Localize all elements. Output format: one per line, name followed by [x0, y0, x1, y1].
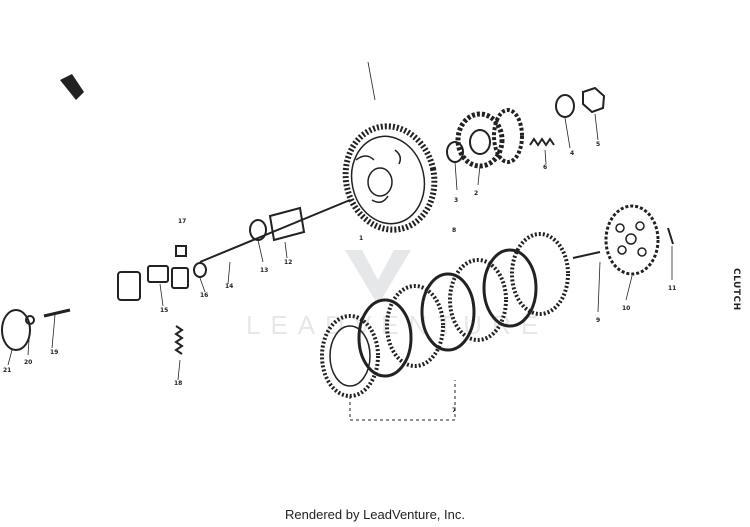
callout-14: 14	[225, 283, 233, 290]
callout-19: 19	[50, 349, 58, 356]
callout-13: 13	[260, 267, 268, 274]
callout-3: 3	[454, 197, 458, 204]
adjuster-assembly	[1, 308, 71, 351]
lifter-rod-bolt	[572, 251, 601, 259]
lifter-rod	[199, 199, 351, 263]
callout-17: 17	[178, 218, 186, 225]
lifter-spring	[174, 325, 184, 355]
callout-7: 7	[452, 407, 456, 414]
pressure-plate	[604, 204, 660, 276]
clutch-collar	[249, 206, 306, 242]
section-label: CLUTCH	[731, 268, 741, 311]
callout-labels: 1 2 3 4 5 6 7 8 9 10 11 12 13 14 15 16 1…	[3, 141, 676, 414]
callout-4: 4	[570, 150, 574, 157]
render-credit: Rendered by LeadVenture, Inc.	[285, 507, 465, 522]
callout-6: 6	[543, 164, 547, 171]
leadventure-logo	[345, 250, 411, 305]
callout-8: 8	[452, 227, 456, 234]
pressure-plate-pin	[667, 227, 674, 245]
callout-21: 21	[3, 367, 11, 374]
callout-9: 9	[596, 317, 600, 324]
leader-lines	[7, 61, 673, 381]
callout-15: 15	[160, 307, 168, 314]
callout-11: 11	[668, 285, 676, 292]
callout-20: 20	[24, 359, 32, 366]
primary-driven-gear	[342, 123, 438, 233]
callout-16: 16	[200, 292, 208, 299]
callout-12: 12	[284, 259, 292, 266]
callout-2: 2	[474, 190, 478, 197]
callout-5: 5	[596, 141, 600, 148]
clutch-center	[455, 108, 524, 169]
clutch-spring	[529, 137, 555, 147]
lock-nut	[582, 86, 606, 114]
lock-washer	[555, 94, 575, 118]
lifter-assembly	[117, 245, 207, 301]
direction-arrow-icon	[60, 74, 84, 100]
callout-10: 10	[622, 305, 630, 312]
callout-18: 18	[174, 380, 182, 387]
callout-1: 1	[359, 235, 363, 242]
clutch-plate-stack	[320, 232, 570, 421]
